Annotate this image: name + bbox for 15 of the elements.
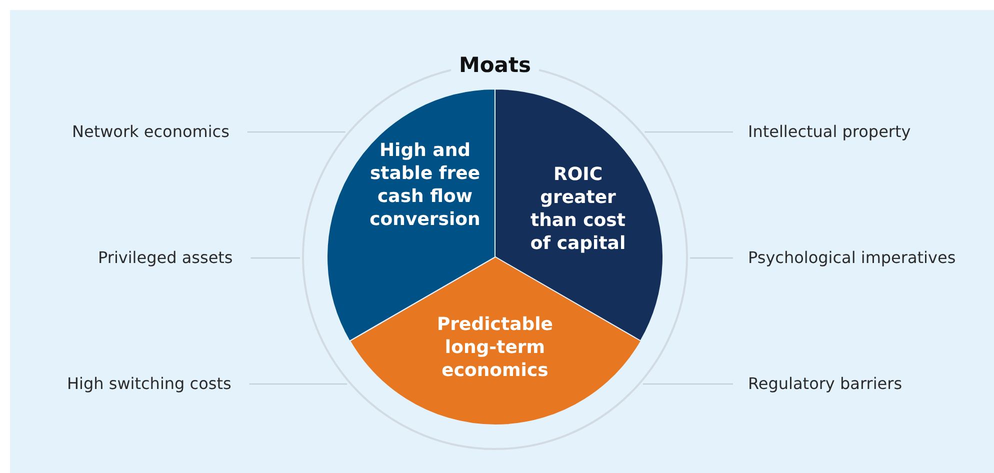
- slice-label: High and stable free cash flow conversion: [368, 139, 482, 231]
- slice-label: Predictable long-term economics: [436, 313, 554, 382]
- leader-line: [690, 257, 733, 259]
- moat-source-label: Intellectual property: [748, 122, 911, 141]
- leader-line: [250, 257, 300, 259]
- moat-source-label: Regulatory barriers: [748, 374, 902, 393]
- moat-source-label: Network economics: [72, 122, 230, 141]
- leader-line: [644, 131, 733, 133]
- leader-line: [642, 383, 733, 385]
- slice-label: ROIC greater than cost of capital: [529, 163, 627, 255]
- leader-line: [247, 131, 346, 133]
- moat-source-label: Privileged assets: [98, 248, 233, 267]
- leader-line: [249, 383, 348, 385]
- moat-source-label: Psychological imperatives: [748, 248, 956, 267]
- moat-source-label: High switching costs: [67, 374, 232, 393]
